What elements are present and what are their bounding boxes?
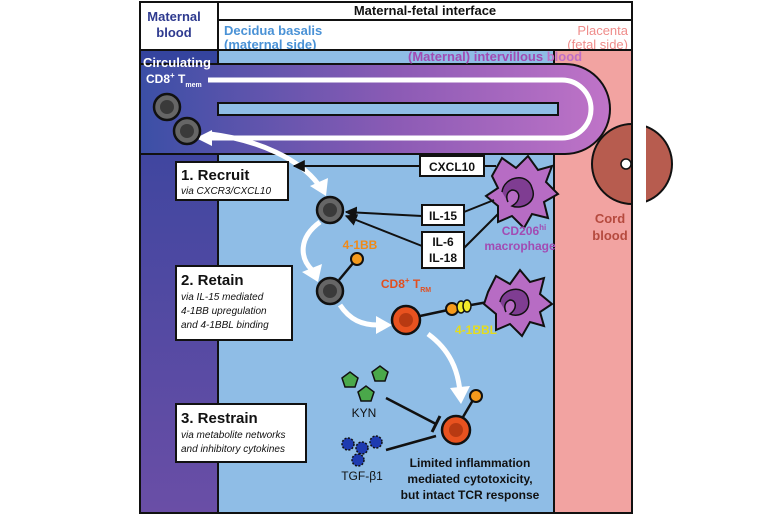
cytokine-il6-il18-box — [421, 231, 465, 269]
header-row — [139, 1, 633, 51]
tgf-beta-molecules — [341, 435, 383, 467]
cd8-tmem-label: CD8+ Tmem — [146, 71, 202, 89]
label-4-1bbl: 4-1BBL — [455, 323, 497, 337]
tgf-inhibition-line — [385, 434, 437, 452]
decidua-tcell-1 — [315, 195, 345, 225]
step-recruit-title: 1. Recruit — [181, 167, 249, 184]
outcome-line-2: mediated cytotoxicity, — [407, 472, 532, 486]
outcome-line-1: Limited inflammation — [410, 456, 531, 470]
decidua-label-1: Decidua basalis — [224, 23, 322, 38]
kyn-label: KYN — [352, 406, 377, 420]
decidua-tcell-2 — [315, 252, 364, 306]
maternal-blood-label-1: Maternal — [147, 9, 200, 24]
tgf-label: TGF-β1 — [341, 469, 383, 483]
step-retain-title: 2. Retain — [181, 272, 244, 289]
migration-arrow-3 — [337, 303, 379, 328]
circulating-tcell-1 — [152, 92, 182, 122]
placenta-label-2: (fetal side) — [567, 37, 628, 52]
kyn-metabolites — [341, 365, 389, 402]
step-retain-desc-2: 4-1BB upregulation — [181, 306, 267, 317]
cytokine-il15: IL-15 — [429, 209, 457, 223]
outcome-line-3: but intact TCR response — [401, 488, 540, 502]
macrophage-label: macrophage — [484, 239, 556, 253]
cd8-trm-cell — [390, 299, 489, 336]
cord-blood-label-2: blood — [592, 228, 627, 243]
restrained-trm-cell — [440, 389, 483, 446]
step-restrain: 3. Restrain via metabolite networks and … — [175, 403, 307, 463]
interface-title: Maternal-fetal interface — [354, 3, 496, 18]
macrophage-cd206-2 — [482, 268, 554, 338]
intervillous-label: (Maternal) intervillous blood — [408, 49, 582, 64]
circulating-label: Circulating — [143, 55, 211, 70]
step-recruit-desc: via CXCR3/CXCL10 — [181, 186, 271, 197]
cytokine-il18: IL-18 — [429, 251, 457, 265]
cytokine-il6: IL-6 — [432, 235, 454, 249]
cord-blood-label-1: Cord — [595, 211, 625, 226]
maternal-blood-label-2: blood — [156, 25, 191, 40]
placenta-label-1: Placenta — [577, 23, 628, 38]
il6-il18-arrow — [344, 214, 423, 247]
decidua-label-2: (maternal side) — [224, 37, 316, 52]
cd206-label: CD206hi — [502, 223, 546, 238]
il15-arrow — [344, 206, 423, 219]
vessel-inner-wall — [217, 102, 559, 116]
migration-arrow-1 — [209, 131, 320, 186]
step-retain-desc-1: via IL-15 mediated — [181, 292, 264, 303]
migration-arrow-2 — [300, 219, 322, 272]
label-4-1bb: 4-1BB — [343, 238, 378, 252]
vessel-flow-arrow — [208, 77, 594, 141]
cytokine-cxcl10: CXCL10 — [429, 160, 475, 174]
cd8-trm-label: CD8+ TRM — [381, 276, 431, 294]
kyn-inhibition-line — [385, 396, 437, 426]
circulating-tcell-2 — [172, 116, 202, 146]
macrophage-cd206-1 — [484, 154, 560, 230]
migration-arrow-4 — [426, 331, 463, 393]
step-retain-desc-3: and 4-1BBL binding — [181, 320, 269, 331]
step-recruit: 1. Recruit via CXCR3/CXCL10 — [175, 161, 289, 201]
step-restrain-desc-1: via metabolite networks — [181, 430, 286, 441]
step-restrain-title: 3. Restrain — [181, 410, 258, 427]
step-restrain-desc-2: and inhibitory cytokines — [181, 444, 285, 455]
step-retain: 2. Retain via IL-15 mediated 4-1BB upreg… — [175, 265, 293, 341]
